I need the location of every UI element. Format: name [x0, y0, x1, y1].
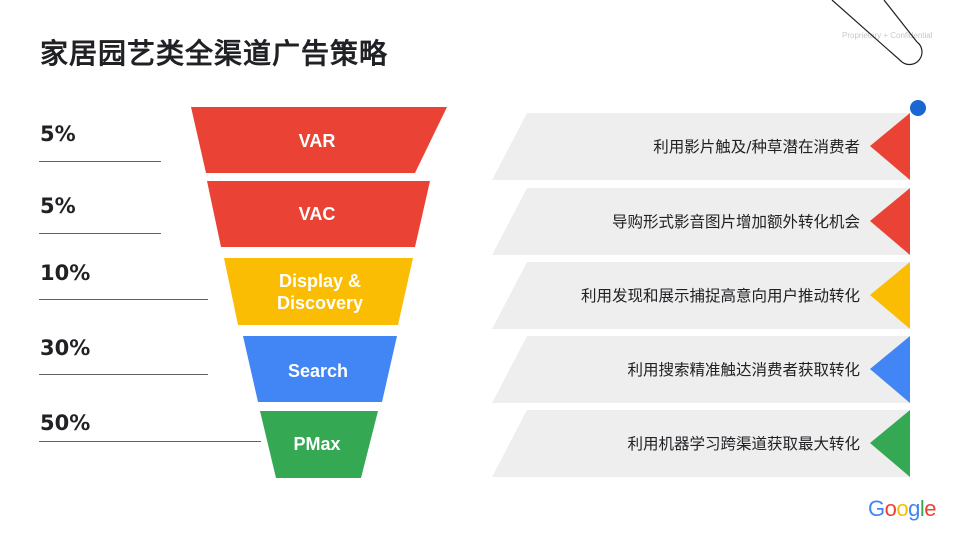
- percent-rule: [39, 299, 208, 300]
- google-logo-letter: g: [908, 496, 920, 521]
- description-row-search: 利用搜索精准触达消费者获取转化: [492, 336, 910, 403]
- percent-label-var: 5%: [40, 122, 76, 146]
- funnel-label-pmax: PMax: [293, 434, 340, 454]
- confidential-label: Proprietary + Confidential: [842, 31, 933, 40]
- percent-label-search: 30%: [40, 336, 91, 360]
- percent-label-display: 10%: [40, 261, 91, 285]
- percent-label-pmax: 50%: [40, 411, 91, 435]
- description-pmax: 利用机器学习跨渠道获取最大转化: [627, 435, 860, 453]
- arrow-marker: [870, 410, 910, 477]
- google-logo-letter: l: [919, 496, 925, 521]
- funnel-label-display-line1: Display &: [279, 271, 361, 291]
- funnel-segment-var: [191, 107, 447, 173]
- funnel-segment-pmax: [260, 411, 378, 478]
- description-row-var: 利用影片触及/种草潜在消费者: [492, 113, 910, 180]
- percent-rule: [39, 233, 161, 234]
- funnel-label-search: Search: [288, 361, 348, 381]
- google-logo: Google: [868, 496, 937, 522]
- google-logo-letter: o: [884, 496, 897, 521]
- description-var: 利用影片触及/种草潜在消费者: [653, 138, 860, 156]
- google-logo-letter: e: [924, 496, 937, 521]
- funnel-label-var: VAR: [299, 131, 336, 151]
- description-vac: 导购形式影音图片增加额外转化机会: [612, 213, 860, 231]
- funnel-segment-search: [243, 336, 397, 402]
- description-display: 利用发现和展示捕捉高意向用户推动转化: [581, 286, 860, 305]
- funnel-label-vac: VAC: [299, 204, 336, 224]
- description-search: 利用搜索精准触达消费者获取转化: [627, 361, 860, 379]
- funnel-label-display-line2: Discovery: [277, 293, 363, 313]
- google-logo-letter: G: [868, 496, 885, 521]
- arrow-marker: [870, 113, 910, 180]
- percent-rule: [39, 441, 261, 442]
- arrow-marker: [870, 188, 910, 255]
- percent-label-vac: 5%: [40, 194, 76, 218]
- page-title: 家居园艺类全渠道广告策略: [40, 37, 389, 70]
- description-row-display: 利用发现和展示捕捉高意向用户推动转化: [492, 262, 910, 329]
- description-row-vac: 导购形式影音图片增加额外转化机会: [492, 188, 910, 255]
- google-logo-letter: o: [896, 496, 909, 521]
- arrow-marker: [870, 262, 910, 329]
- percent-rule: [39, 161, 161, 162]
- description-row-pmax: 利用机器学习跨渠道获取最大转化: [492, 410, 910, 477]
- funnel-segment-display: [224, 258, 413, 325]
- funnel-segment-vac: [207, 181, 430, 247]
- corner-decoration: [831, 0, 923, 66]
- arrow-marker: [870, 336, 910, 403]
- blue-dot: [910, 100, 926, 116]
- percent-rule: [39, 374, 208, 375]
